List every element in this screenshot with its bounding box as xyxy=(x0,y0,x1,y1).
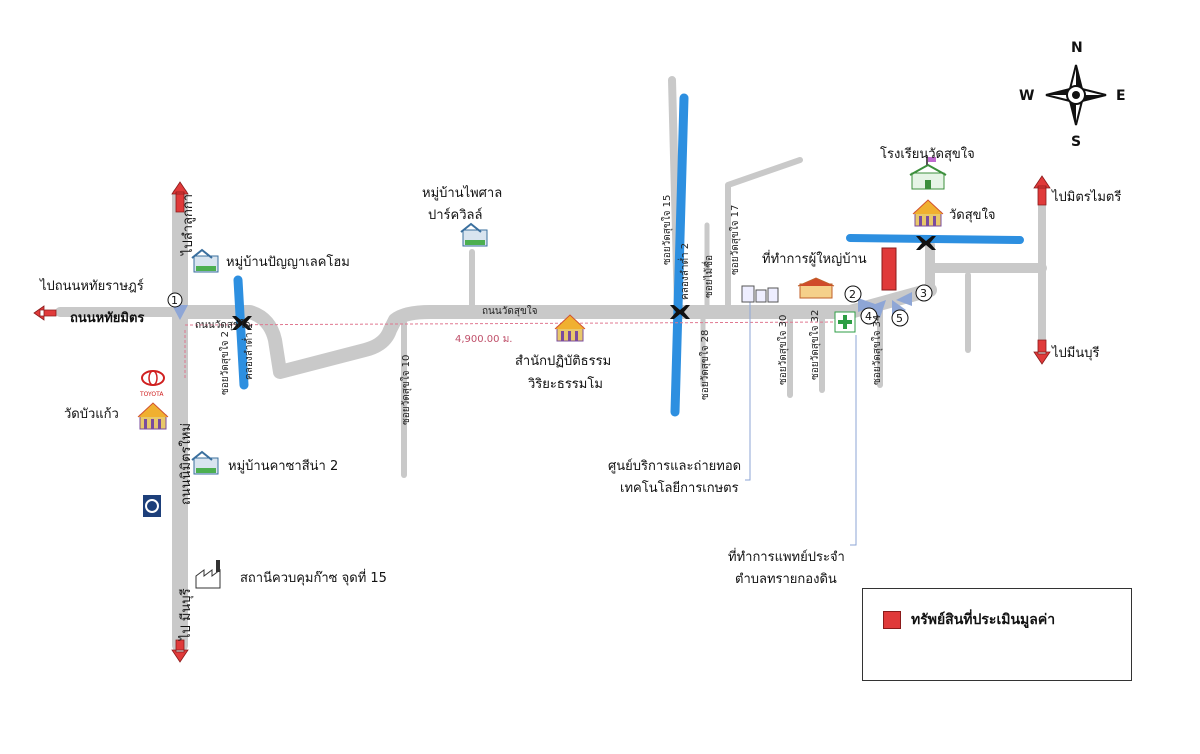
compass-e: E xyxy=(1116,88,1126,104)
leader-doctor xyxy=(850,335,857,546)
label-watbuakaew: วัดบัวแก้ว xyxy=(64,407,119,422)
label-soi10: ซอยวัดสุขใจ 10 xyxy=(400,355,412,425)
legend-label: ทรัพย์สินที่ประเมินมูลค่า xyxy=(911,612,1056,628)
village-house-icon xyxy=(191,450,219,475)
label-doctor-2: ตำบลทรายกองดิน xyxy=(735,572,837,587)
svg-text:1: 1 xyxy=(171,294,178,307)
direction-arrows xyxy=(33,175,1051,663)
label-paisarn-2: ปาร์ควิลล์ xyxy=(428,207,482,223)
marker-1: 1 xyxy=(167,292,188,320)
arrow-down-left xyxy=(171,639,189,663)
label-to-mitmaitri: ไปมิตรไมตรี xyxy=(1051,189,1121,205)
canals xyxy=(233,93,1024,417)
temple-icon xyxy=(912,199,944,227)
map-legend: ทรัพย์สินที่ประเมินมูลค่า xyxy=(862,588,1132,681)
label-to-lamlukka: ไปลำลูกกา xyxy=(180,194,196,256)
hospital-cross-icon xyxy=(834,311,856,333)
marker-4: 4 xyxy=(860,300,886,325)
label-to-minburi-left: ไป มีนบุรี xyxy=(178,588,194,641)
label-soi30: ซอยวัดสุขใจ 30 xyxy=(777,315,789,385)
svg-text:2: 2 xyxy=(849,288,856,301)
compass-s: S xyxy=(1071,134,1081,150)
label-soi15: ซอยวัดสุขใจ 15 xyxy=(661,195,673,265)
marker-3: 3 xyxy=(896,284,933,306)
marker-2: 2 xyxy=(844,285,878,312)
village-house-icon xyxy=(191,248,219,273)
road-soi17 xyxy=(725,157,803,308)
label-dhamma-1: สำนักปฏิบัติธรรม xyxy=(515,354,611,369)
svg-text:4: 4 xyxy=(865,310,872,323)
compass-w: W xyxy=(1019,88,1034,104)
label-gas: สถานีควบคุมก๊าซ จุดที่ 15 xyxy=(240,569,387,586)
label-dhamma-2: วิริยะธรรมโม xyxy=(527,376,603,392)
gas-station-logo-icon xyxy=(143,495,161,517)
road-network xyxy=(55,76,1047,653)
village-house-icon xyxy=(460,222,488,247)
label-school: โรงเรียนวัดสุขใจ xyxy=(880,146,975,162)
factory-icon xyxy=(195,560,221,589)
legend-swatch xyxy=(883,611,901,629)
bridge-icon xyxy=(670,305,690,319)
road-main xyxy=(173,283,937,379)
label-hathaimit: ถนนหทัยมิตร xyxy=(70,311,144,326)
compass-rose xyxy=(1045,64,1107,126)
canal-lam1 xyxy=(233,275,249,390)
canal-lam2 xyxy=(670,93,689,417)
label-soi17: ซอยวัดสุขใจ 17 xyxy=(729,205,741,275)
label-to-minburi-right: ไปมีนบุรี xyxy=(1051,345,1099,361)
arrow-down-right xyxy=(1033,339,1051,365)
marker-5: 5 xyxy=(891,300,909,327)
label-nimit: ถนนนิมิตรใหม่ xyxy=(178,423,194,505)
headman-office-icon xyxy=(797,277,835,299)
label-soi32: ซอยวัดสุขใจ 32 xyxy=(809,310,821,380)
label-to-hathai: ไปถนนหทัยราษฎร์ xyxy=(39,278,144,294)
label-headman: ที่ทำการผู้ใหญ่บ้าน xyxy=(762,250,867,267)
label-agri-2: เทคโนโลยีการเกษตร xyxy=(620,480,739,496)
label-soi28: ซอยวัดสุขใจ 28 xyxy=(699,330,711,400)
label-main-road: ถนนวัดสุขใจ xyxy=(482,305,538,317)
school-icon xyxy=(909,157,947,190)
label-canal2: คลองลำต่ำ 2 xyxy=(677,243,691,300)
svg-text:TOYOTA: TOYOTA xyxy=(139,391,164,398)
temple-icon xyxy=(554,314,586,342)
arrow-left xyxy=(33,305,57,321)
bridge-icon xyxy=(916,236,936,250)
temple-icon xyxy=(137,402,169,430)
arrow-up-right xyxy=(1033,175,1051,206)
distance-line xyxy=(184,321,841,380)
label-paisarn-1: หมู่บ้านไพศาล xyxy=(422,185,502,201)
arrow-up-left xyxy=(171,181,189,213)
bridge-icon xyxy=(232,316,252,330)
canal-east xyxy=(846,234,1024,244)
compass-n: N xyxy=(1071,40,1083,56)
label-canal1: คลองลำต่ำ 1 xyxy=(241,323,255,380)
label-agri-1: ศูนย์บริการและถ่ายทอด xyxy=(608,458,741,474)
svg-text:5: 5 xyxy=(896,312,903,325)
label-kasa: หมู่บ้านคาซาสีน่า 2 xyxy=(228,458,338,474)
label-banyalake: หมู่บ้านปัญญาเลคโฮม xyxy=(226,254,350,270)
label-doctor-1: ที่ทำการแพทย์ประจำ xyxy=(728,548,845,565)
label-soimaisue: ซอยไม้ซื่อ xyxy=(701,255,715,298)
distance-label: 4,900.00 ม. xyxy=(455,334,512,345)
car-logo-icon: TOYOTA xyxy=(139,370,165,398)
label-watsukjai: วัดสุขใจ xyxy=(949,207,996,223)
subject-property xyxy=(881,247,897,291)
label-soi34: ซอยวัดสุขใจ 34 xyxy=(871,315,883,385)
label-main-road-left: ถนนวัดสุขใจ xyxy=(195,319,251,331)
svg-text:3: 3 xyxy=(920,287,927,300)
label-soi2: ซอยวัดสุขใจ 2 xyxy=(219,331,231,395)
leader-agri xyxy=(745,298,751,481)
office-building-icon xyxy=(741,285,779,303)
